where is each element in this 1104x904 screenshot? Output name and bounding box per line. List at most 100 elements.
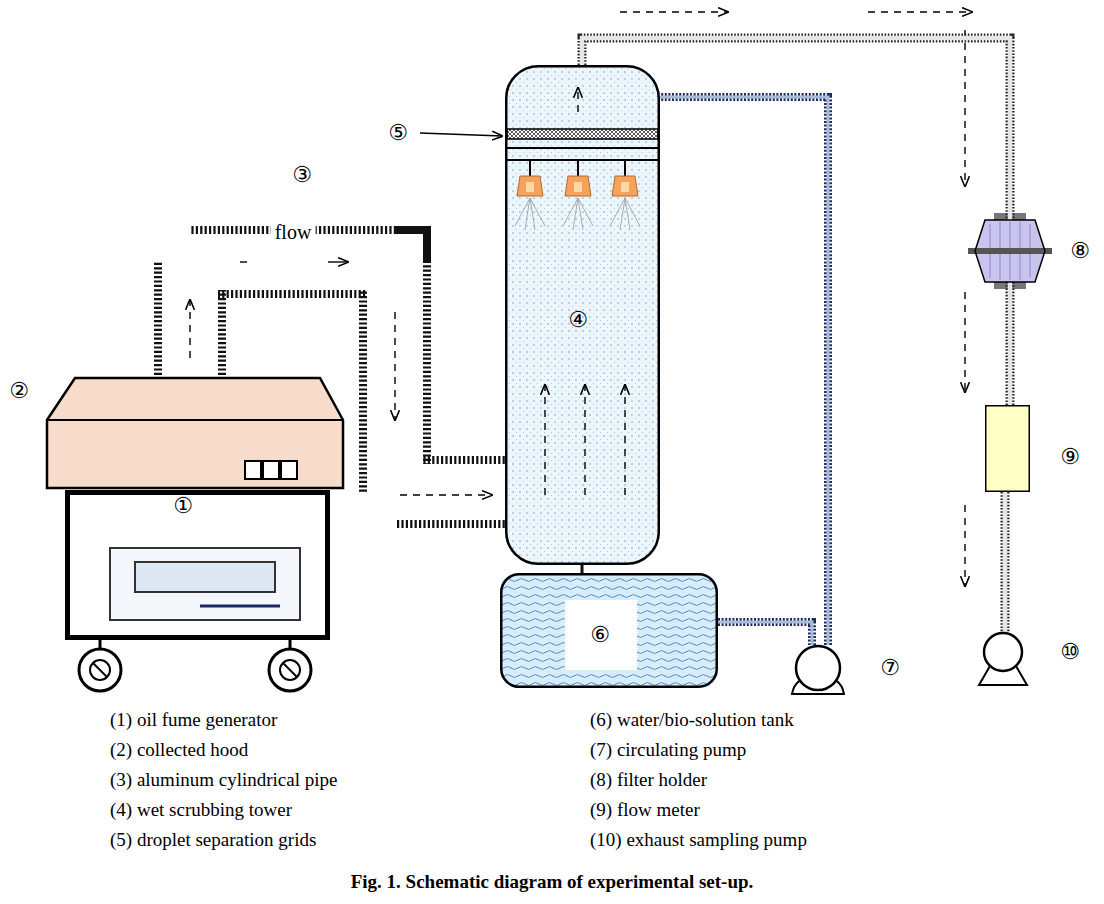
generator-device <box>135 562 275 592</box>
collected-hood-outline <box>47 378 343 488</box>
connector-wall <box>582 38 1010 220</box>
pipe-connector <box>660 97 828 645</box>
hood-fill <box>245 461 261 479</box>
oil-fume-generator: ① <box>65 490 330 640</box>
spray-nozzle <box>526 182 534 192</box>
pump-symbol <box>796 646 840 690</box>
flow-arrow <box>964 30 965 186</box>
legend-entry: (6) water/bio-solution tank <box>590 710 794 731</box>
leader-line <box>420 133 502 136</box>
filter-fill <box>968 213 1052 289</box>
flow-arrow <box>620 11 728 12</box>
legend-entry: (1) oil fume generator <box>110 710 277 731</box>
wet-scrubbing-tower: ④ <box>505 65 660 565</box>
filter-fill <box>968 248 1052 254</box>
cart-wheel <box>93 663 107 677</box>
spray-nozzle <box>574 182 582 192</box>
pipe-connector <box>1010 282 1011 405</box>
solution-tank-outline <box>501 574 717 687</box>
droplet-grid <box>505 147 660 149</box>
connector-wall <box>1006 282 1015 405</box>
tank-fill <box>565 600 637 670</box>
wet-scrubbing-tower-outline <box>506 66 659 564</box>
callout-number: ⑩ <box>1060 641 1080 663</box>
legend-entry: (2) collected hood <box>110 740 248 761</box>
callout-number: ⑤ <box>388 121 408 145</box>
oil-fume-generator-outline <box>65 490 330 640</box>
legend-entry: (9) flow meter <box>590 800 700 821</box>
pipe-connector <box>582 38 1010 220</box>
leader-line <box>420 133 502 136</box>
callout-number: ④ <box>568 309 588 331</box>
water-spray <box>563 198 593 230</box>
legend-entry: (7) circulating pump <box>590 740 746 761</box>
flow-meter-outline <box>986 406 1030 492</box>
pump-base <box>795 645 841 691</box>
pipe-connector <box>718 622 812 645</box>
hood-fill <box>281 461 297 479</box>
collected-hood-outline <box>45 375 345 490</box>
filter-symbol <box>975 220 1045 282</box>
flow-arrow <box>189 300 190 358</box>
pipe-connector <box>582 565 583 573</box>
legend-entry: (3) aluminum cylindrical pipe <box>110 770 337 791</box>
cart-wheel <box>283 663 297 677</box>
pump-base <box>792 645 844 694</box>
spray-nozzle <box>612 176 638 196</box>
callout-number: ③ <box>292 163 312 187</box>
cart-wheel <box>79 640 311 691</box>
tank-fill <box>500 573 718 688</box>
flow-arrow <box>868 11 972 12</box>
connector-wall <box>660 97 828 645</box>
spray-nozzle <box>621 182 629 192</box>
flow-arrow <box>577 88 578 112</box>
figure-caption: Fig. 1. Schematic diagram of experimenta… <box>351 872 754 893</box>
flow-meter-fill <box>985 405 1030 492</box>
callout-number: ⑦ <box>880 657 900 679</box>
legend-entry: (8) filter holder <box>590 770 707 791</box>
circulating-pump-outline <box>796 646 840 690</box>
connector-bore <box>1008 282 1013 405</box>
sampling-pump: ⑩ <box>983 632 1023 672</box>
water-spray <box>610 198 640 230</box>
oil-fume-generator-outline <box>68 493 328 638</box>
connector-wall <box>718 622 812 645</box>
spray-nozzle <box>517 160 638 196</box>
connector-wall <box>581 565 584 573</box>
flow-arrow <box>328 261 348 262</box>
flow-meter: ⑨ <box>985 405 1030 492</box>
connector-bore <box>718 622 812 645</box>
circulating-pump-outline <box>795 645 841 691</box>
spray-nozzle <box>577 160 579 176</box>
generator-device <box>200 605 280 608</box>
connector-bore <box>1003 492 1008 632</box>
hood-fill <box>47 419 343 421</box>
generator-device <box>110 548 300 620</box>
connector-bore <box>582 38 1010 220</box>
tank-fill <box>500 573 718 688</box>
spray-nozzle <box>565 176 591 196</box>
water-spray <box>515 198 545 230</box>
hood-fill <box>47 378 343 488</box>
filter-holder-outline <box>975 220 1045 282</box>
sampling-pump-feet <box>983 632 1023 672</box>
flow-meter-symbol <box>986 406 1030 492</box>
pipe-connector <box>1005 492 1006 632</box>
legend-entry: (5) droplet separation grids <box>110 830 316 851</box>
sampling-pump-feet <box>979 632 1027 685</box>
connector-bore <box>660 97 828 645</box>
droplet-grid <box>507 129 658 139</box>
cart-wheel <box>280 660 300 680</box>
hood-fill <box>263 461 279 479</box>
droplet-grid <box>505 129 660 160</box>
callout-number: ② <box>9 380 29 402</box>
pump-symbol <box>984 633 1022 671</box>
solution-tank: ⑥ <box>500 573 718 688</box>
vessel-outline <box>506 66 659 564</box>
callout-number: ⑥ <box>590 624 610 646</box>
cart-wheel <box>90 660 110 680</box>
spray-nozzle <box>624 160 626 176</box>
